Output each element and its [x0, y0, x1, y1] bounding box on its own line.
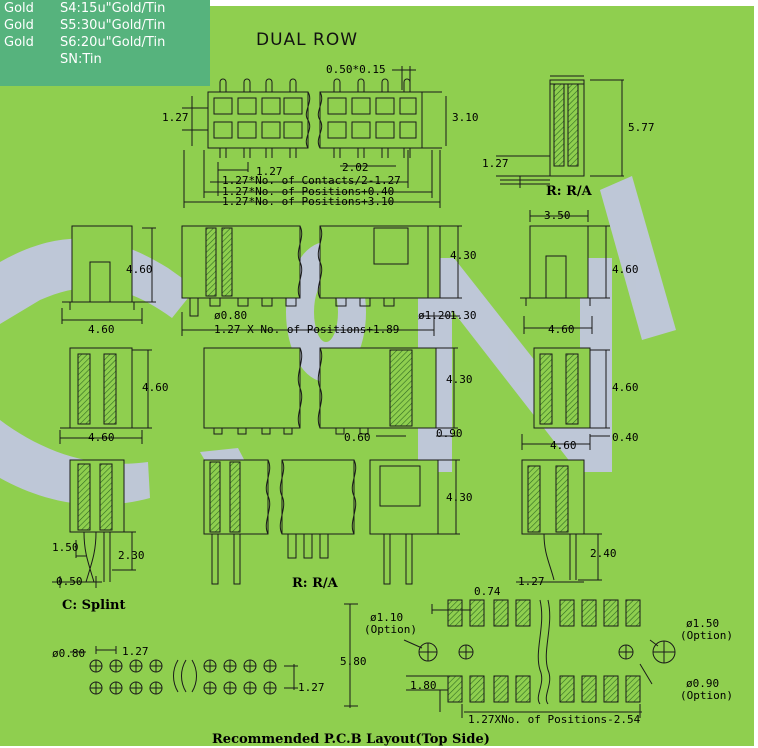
pcb-option-3: (Option) — [680, 689, 733, 702]
plating-option-column: S4:15u"Gold/Tin S5:30u"Gold/Tin S6:20u"G… — [60, 0, 165, 68]
dim-formula-positions-310: 1.27*No. of Positions+3.10 — [222, 195, 395, 208]
plating-option-sn: SN:Tin — [60, 52, 102, 67]
pcb-580: 5.80 — [340, 655, 367, 668]
dim-pitch-b: 2.02 — [342, 161, 369, 174]
plating-base-2: Gold — [4, 18, 34, 33]
pcb-pitch-127-top: 1.27 — [518, 575, 545, 588]
dim-width-460-b: 4.60 — [548, 323, 575, 336]
label-splint: C: Splint — [62, 598, 126, 613]
plating-spec-box: Gold Gold Gold S4:15u"Gold/Tin S5:30u"Go… — [0, 0, 210, 86]
dim-pitch-top: 0.50*0.15 — [326, 63, 386, 76]
label-right-angle-top: R: R/A — [546, 184, 592, 199]
hole-pattern — [70, 646, 298, 695]
dim-height-430-a: 4.30 — [450, 249, 477, 262]
dim-150: 1.50 — [52, 541, 79, 554]
dim-formula-positions-040: 1.27*No. of Positions+0.40 — [222, 185, 395, 198]
plating-option-s4: S4:15u"Gold/Tin — [60, 1, 166, 16]
dim-ra-height: 5.77 — [628, 121, 655, 134]
dim-230: 2.30 — [118, 549, 145, 562]
dim-hole-120: ø1.20 — [418, 309, 452, 322]
dim-height-430-c: 4.30 — [446, 491, 473, 504]
dim-width-460-d: 4.60 — [550, 439, 577, 452]
dim-height-460-c: 4.60 — [142, 381, 169, 394]
dim-090: 0.90 — [436, 427, 463, 440]
dim-060: 0.60 — [344, 431, 371, 444]
plating-option-s6: S6:20u"Gold/Tin — [60, 35, 166, 50]
dim-width-460-a: 4.60 — [88, 323, 115, 336]
plating-option-s5: S5:30u"Gold/Tin — [60, 18, 166, 33]
plating-base-1: Gold — [4, 1, 34, 16]
drawing-title: DUAL ROW — [256, 30, 359, 50]
dim-height-460-a: 4.60 — [126, 263, 153, 276]
hole-pitch-127: 1.27 — [122, 645, 149, 658]
dim-040: 0.40 — [612, 431, 639, 444]
pin-grid — [213, 97, 417, 139]
dim-height-460-d: 4.60 — [612, 381, 639, 394]
dim-130: 1.30 — [450, 309, 477, 322]
pcb-pads — [447, 599, 641, 703]
dim-height-430-b: 4.30 — [446, 373, 473, 386]
pcb-hole-150: ø1.50 — [686, 617, 720, 630]
dim-240: 2.40 — [590, 547, 617, 560]
pcb-layout-title: Recommended P.C.B Layout(Top Side) — [212, 732, 490, 747]
dim-ra-offset: 1.27 — [482, 157, 509, 170]
label-right-angle-bottom: R: R/A — [292, 576, 338, 591]
dim-formula-contacts: 1.27*No. of Contacts/2-1.27 — [222, 174, 401, 187]
plating-base-column: Gold Gold Gold — [4, 0, 34, 51]
pcb-hole-090: ø0.90 — [686, 677, 720, 690]
dim-height-310: 3.10 — [452, 111, 479, 124]
dim-pitch-a: 1.27 — [256, 165, 283, 178]
pcb-option-1: (Option) — [364, 623, 417, 636]
dim-formula-189: 1.27 X No. of Positions+1.89 — [214, 323, 400, 336]
dim-peg-080: ø0.80 — [214, 309, 248, 322]
hole-row-127: 1.27 — [298, 681, 325, 694]
hole-080: ø0.80 — [52, 647, 86, 660]
pcb-180: 1.80 — [410, 679, 437, 692]
pcb-option-2: (Option) — [680, 629, 733, 642]
dim-row-pitch: 1.27 — [162, 111, 189, 124]
pcb-formula: 1.27XNo. of Positions-2.54 — [468, 713, 641, 726]
dim-width-350: 3.50 — [544, 209, 571, 222]
dim-width-460-c: 4.60 — [88, 431, 115, 444]
dim-050: 0.50 — [56, 575, 83, 588]
dim-height-460-b: 4.60 — [612, 263, 639, 276]
pcb-074: 0.74 — [474, 585, 501, 598]
plating-base-3: Gold — [4, 35, 34, 50]
pcb-hole-110: ø1.10 — [370, 611, 404, 624]
